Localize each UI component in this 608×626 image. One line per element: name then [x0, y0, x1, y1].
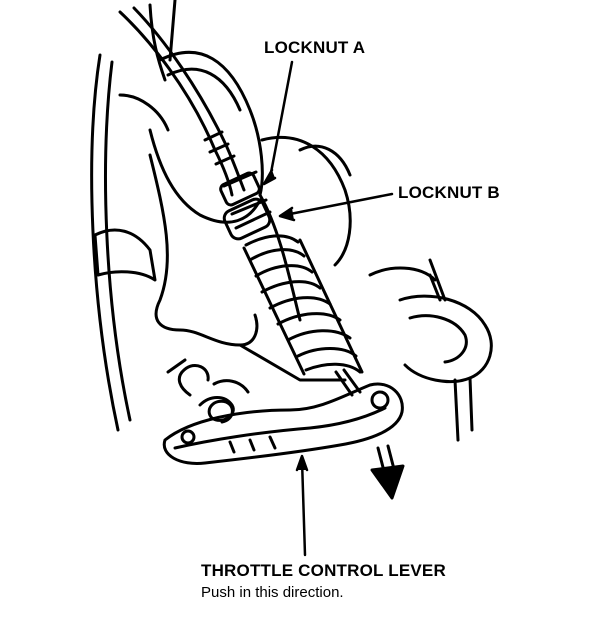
body-outline	[90, 0, 177, 432]
return-spring	[166, 358, 250, 424]
locknut-b-label: LOCKNUT B	[398, 183, 500, 202]
cable-boot	[242, 234, 364, 376]
intake-body	[148, 50, 352, 382]
leader-lines	[262, 60, 394, 557]
inner-cable	[334, 368, 362, 397]
direction-arrow	[370, 444, 405, 500]
leader-throttle-lever	[300, 458, 307, 557]
leader-locknut-a	[268, 60, 294, 180]
locknut-b	[222, 197, 272, 241]
locknut-a	[219, 170, 261, 207]
right-bracket	[368, 258, 493, 442]
push-direction-label: Push in this direction.	[201, 584, 344, 601]
leader-locknut-b	[288, 192, 394, 216]
throttle-lever-label: THROTTLE CONTROL LEVER	[201, 561, 446, 580]
throttle-cable	[118, 6, 246, 197]
locknut-a-label: LOCKNUT A	[264, 38, 366, 57]
throttle-lever	[162, 382, 404, 465]
